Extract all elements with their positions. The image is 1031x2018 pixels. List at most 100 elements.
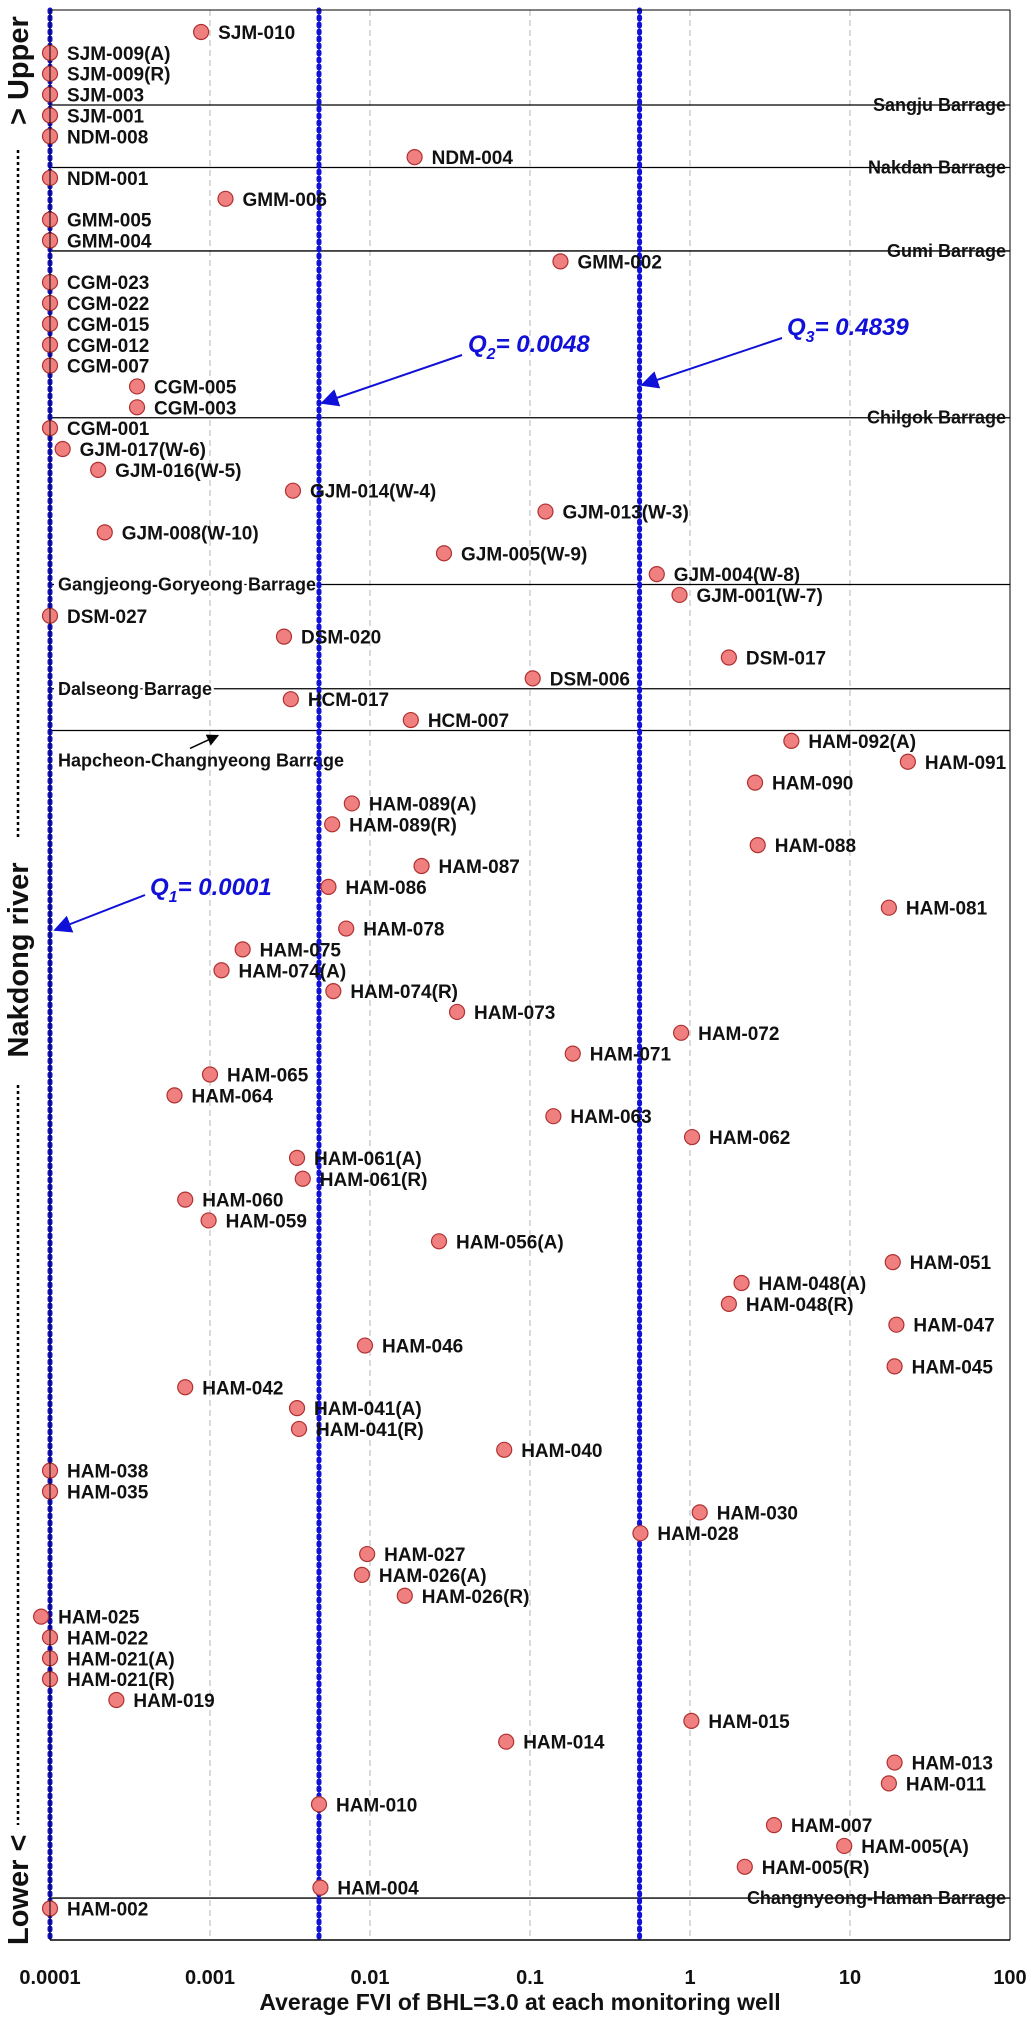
point-ham-048-r [720,1295,737,1312]
point-label-ham-090: HAM-090 [772,774,853,795]
point-label-ham-061-r: HAM-061(R) [320,1170,428,1191]
data-points: SJM-010SJM-009(A)SJM-009(R)SJM-003SJM-00… [33,23,1007,1921]
point-ham-081 [880,899,897,916]
point-label-ham-062: HAM-062 [709,1128,790,1149]
point-label-ham-074-a: HAM-074(A) [239,961,347,982]
point-label-sjm-001: SJM-001 [67,106,145,127]
point-ham-072 [673,1024,690,1041]
point-ham-078 [338,920,355,937]
point-label-ham-092-a: HAM-092(A) [808,732,916,753]
point-label-ham-019: HAM-019 [133,1691,214,1712]
river-direction-axis: > Upper Nakdong river Lower < [3,16,35,1945]
point-ham-013 [886,1754,903,1771]
point-ham-004 [312,1879,329,1896]
point-label-ham-004: HAM-004 [337,1879,419,1900]
point-dsm-006 [524,670,541,687]
point-label-gjm-005-w-9: GJM-005(W-9) [461,544,587,565]
point-cgm-005 [128,378,146,395]
point-label-gjm-001-w-7: GJM-001(W-7) [697,586,823,607]
point-label-cgm-012: CGM-012 [67,336,149,357]
nakdong-river-label: Nakdong river [3,863,35,1058]
point-ham-088 [749,837,766,854]
point-label-gmm-006: GMM-006 [243,190,327,211]
point-gmm-002 [552,253,569,270]
point-gjm-016-w-5 [90,461,107,478]
point-label-ham-072: HAM-072 [698,1024,779,1045]
point-gjm-005-w-9 [435,545,453,562]
point-label-ham-041-r: HAM-041(R) [316,1420,424,1441]
point-ham-075 [234,941,251,958]
point-label-gjm-004-w-8: GJM-004(W-8) [674,565,800,586]
point-ham-061-a [288,1149,306,1167]
point-ham-030 [691,1504,708,1521]
point-label-ham-026-r: HAM-026(R) [422,1587,530,1608]
point-sjm-010 [193,23,210,41]
point-label-ham-048-a: HAM-048(A) [759,1274,867,1295]
point-label-ham-051: HAM-051 [910,1253,992,1274]
point-cgm-003 [128,399,146,416]
lower-label: Lower < [3,1835,35,1945]
barrage-pointer-hapcheon-changnyeong-barrage [189,734,220,750]
point-ham-045 [886,1358,903,1375]
point-label-ham-022: HAM-022 [67,1628,148,1649]
point-label-ham-005-r: HAM-005(R) [762,1858,870,1879]
point-gjm-001-w-7 [671,586,688,604]
x-tick-0-0001: 0.0001 [19,1967,80,1989]
point-ham-027 [359,1545,376,1563]
point-dsm-017 [720,649,737,666]
point-ham-089-r [324,816,341,833]
point-gjm-014-w-4 [284,482,302,499]
point-gjm-004-w-8 [648,565,665,583]
point-label-gmm-002: GMM-002 [577,252,661,273]
point-label-cgm-015: CGM-015 [67,315,150,336]
point-ham-005-r [736,1858,753,1875]
point-gmm-006 [217,190,234,207]
point-label-cgm-001: CGM-001 [67,419,150,440]
point-ham-061-r [294,1170,311,1187]
point-label-ndm-001: NDM-001 [67,169,149,190]
point-label-ham-021-a: HAM-021(A) [67,1649,175,1670]
point-label-ham-086: HAM-086 [345,878,426,899]
point-label-ndm-008: NDM-008 [67,127,148,148]
point-label-cgm-005: CGM-005 [154,377,237,398]
point-label-ham-041-a: HAM-041(A) [314,1399,422,1420]
point-ham-091 [899,753,916,770]
point-label-cgm-003: CGM-003 [154,398,236,419]
point-ham-014 [498,1733,515,1750]
point-ham-047 [888,1316,905,1333]
barrage-label-changnyeong-haman-barrage: Changnyeong-Haman Barrage [747,1888,1006,1908]
point-ham-041-r [290,1420,308,1438]
point-label-ham-045: HAM-045 [912,1357,994,1378]
point-ham-007 [765,1816,783,1834]
point-ham-092-a [783,732,800,750]
point-ham-010 [310,1796,328,1813]
quartile-arrow-q2 [320,354,463,407]
point-ham-073 [448,1003,466,1021]
point-label-ham-059: HAM-059 [226,1211,307,1232]
point-ham-090 [746,774,764,791]
barrage-label-sangju-barrage: Sangju Barrage [873,95,1006,115]
point-label-ham-075: HAM-075 [260,940,342,961]
barrage-label-dalseong-barrage: Dalseong Barrage [58,679,212,699]
x-tick-0-001: 0.001 [185,1967,235,1989]
point-ham-059 [200,1212,217,1229]
point-label-ham-005-a: HAM-005(A) [861,1837,969,1858]
point-label-dsm-017: DSM-017 [746,649,826,670]
point-label-ham-071: HAM-071 [590,1045,672,1066]
point-ham-060 [177,1191,194,1208]
point-hcm-007 [402,711,419,729]
point-ham-028 [632,1525,649,1542]
point-ham-086 [320,878,337,895]
point-label-cgm-007: CGM-007 [67,357,149,378]
point-label-sjm-009-a: SJM-009(A) [67,44,170,65]
point-ham-025 [33,1608,50,1625]
point-ham-019 [108,1691,125,1709]
point-label-ham-048-r: HAM-048(R) [746,1295,854,1316]
point-label-ham-027: HAM-027 [384,1545,465,1566]
point-label-gmm-004: GMM-004 [67,232,152,253]
upper-label: > Upper [3,16,35,125]
point-label-ham-035: HAM-035 [67,1483,149,1504]
point-label-gjm-016-w-5: GJM-016(W-5) [115,461,241,482]
point-ham-026-r [396,1587,413,1604]
point-label-cgm-023: CGM-023 [67,273,149,294]
